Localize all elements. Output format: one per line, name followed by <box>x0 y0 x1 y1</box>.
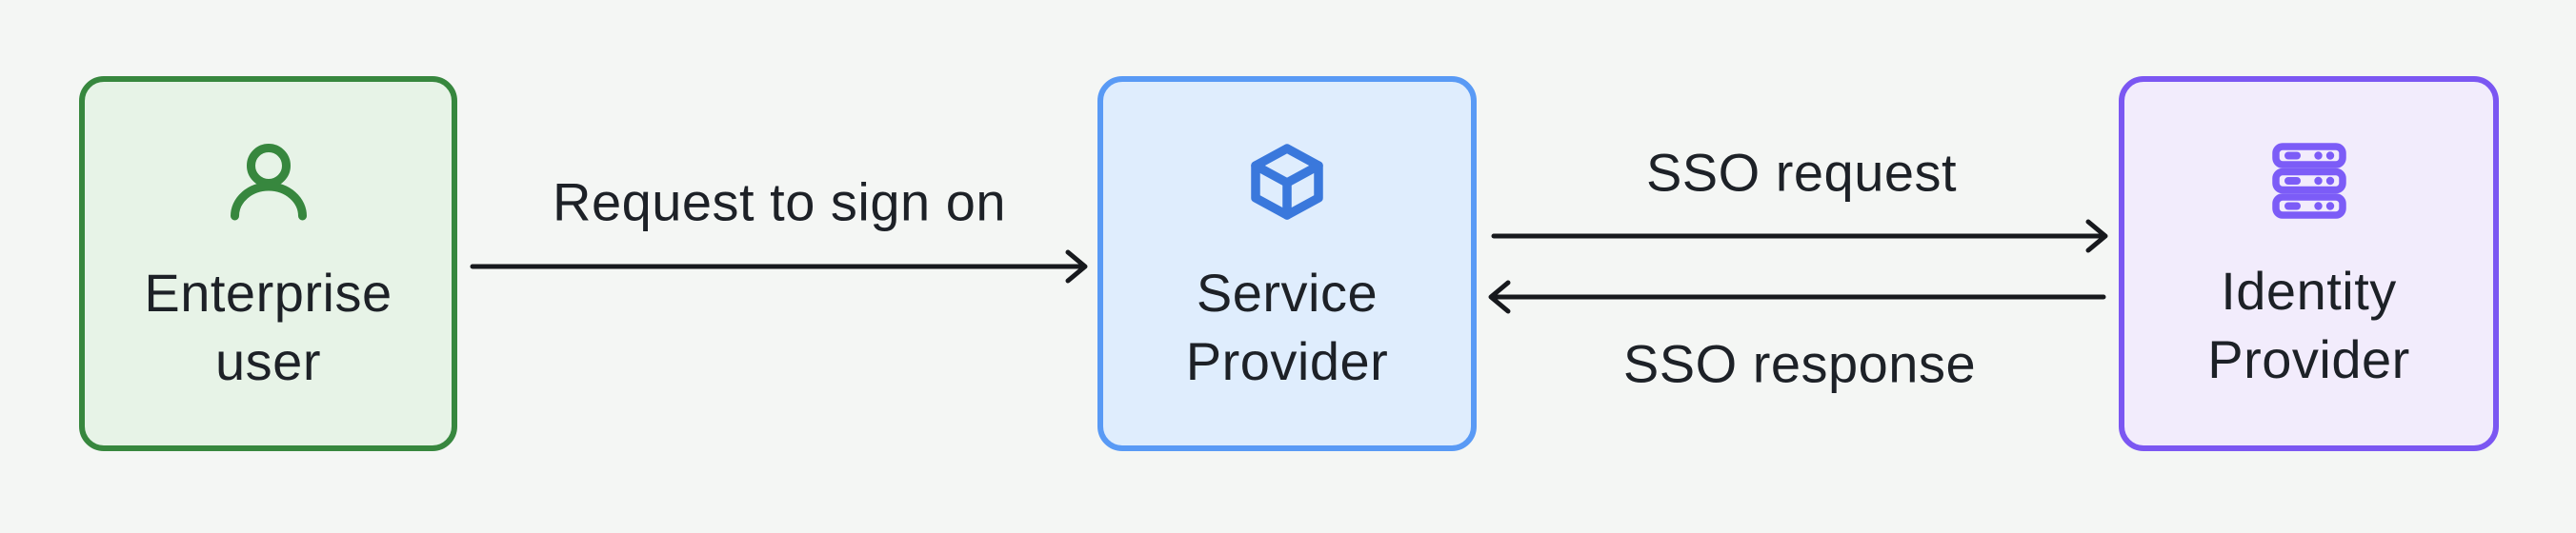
arrow-sso-request <box>1491 219 2108 253</box>
edge-label-request-to-sign-on: Request to sign on <box>553 171 1006 232</box>
cube-icon <box>1250 143 1324 221</box>
node-label: Identity Provider <box>2207 261 2410 389</box>
node-label: Service Provider <box>1185 263 1389 391</box>
edge-label-sso-response: SSO response <box>1622 333 1977 394</box>
arrow-sso-response <box>1488 280 2106 314</box>
node-service-provider: Service Provider <box>1097 76 1477 451</box>
user-icon <box>230 143 307 221</box>
node-label: Enterprise user <box>144 263 392 391</box>
edge-label-sso-request: SSO request <box>1645 142 1958 203</box>
arrow-request-to-sign-on <box>470 249 1088 284</box>
node-enterprise-user: Enterprise user <box>79 76 457 451</box>
node-identity-provider: Identity Provider <box>2119 76 2499 451</box>
server-icon <box>2271 143 2346 219</box>
